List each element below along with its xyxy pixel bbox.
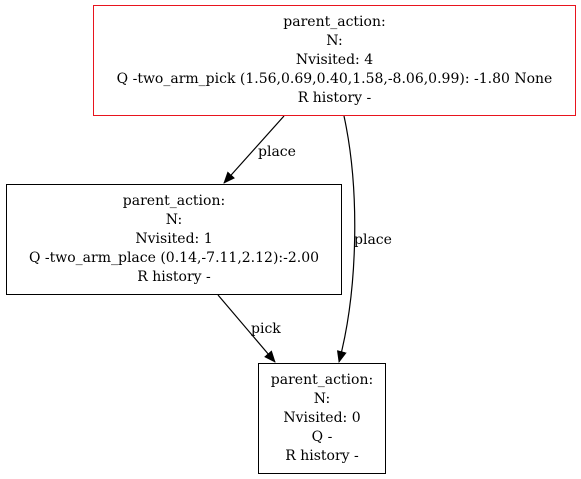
node-place-parent-action: parent_action: — [122, 193, 226, 209]
node-place-r-history: R history - — [137, 269, 211, 285]
node-leaf-n: N: — [313, 391, 331, 407]
node-place: parent_action: N: Nvisited: 1 Q -two_arm… — [6, 184, 342, 295]
edge-place-to-leaf — [217, 294, 276, 363]
node-place-n: N: — [165, 212, 183, 228]
edge-root-to-place — [223, 115, 285, 184]
node-root-nvisited: Nvisited: 4 — [295, 52, 374, 68]
node-leaf-nvisited: Nvisited: 0 — [283, 410, 361, 426]
edge-root-to-leaf — [336, 115, 356, 363]
node-leaf: parent_action: N: Nvisited: 0 Q - R hist… — [258, 363, 386, 474]
node-root-r-history: R history - — [297, 90, 372, 106]
node-leaf-q: Q - — [311, 429, 333, 445]
node-root-parent-action: parent_action: — [283, 14, 386, 30]
edge-label-root-to-leaf: place — [354, 232, 392, 248]
node-leaf-parent-action: parent_action: — [270, 372, 374, 388]
node-root-n: N: — [326, 33, 343, 49]
node-leaf-r-history: R history - — [285, 448, 359, 464]
edge-label-root-to-place: place — [258, 144, 296, 160]
node-root-q: Q -two_arm_pick (1.56,0.69,0.40,1.58,-8.… — [116, 71, 553, 87]
node-place-nvisited: Nvisited: 1 — [135, 231, 213, 247]
node-place-q: Q -two_arm_place (0.14,-7.11,2.12):-2.00 — [28, 250, 320, 266]
edge-label-place-to-leaf: pick — [251, 321, 281, 337]
node-root: parent_action: N: Nvisited: 4 Q -two_arm… — [93, 5, 576, 116]
